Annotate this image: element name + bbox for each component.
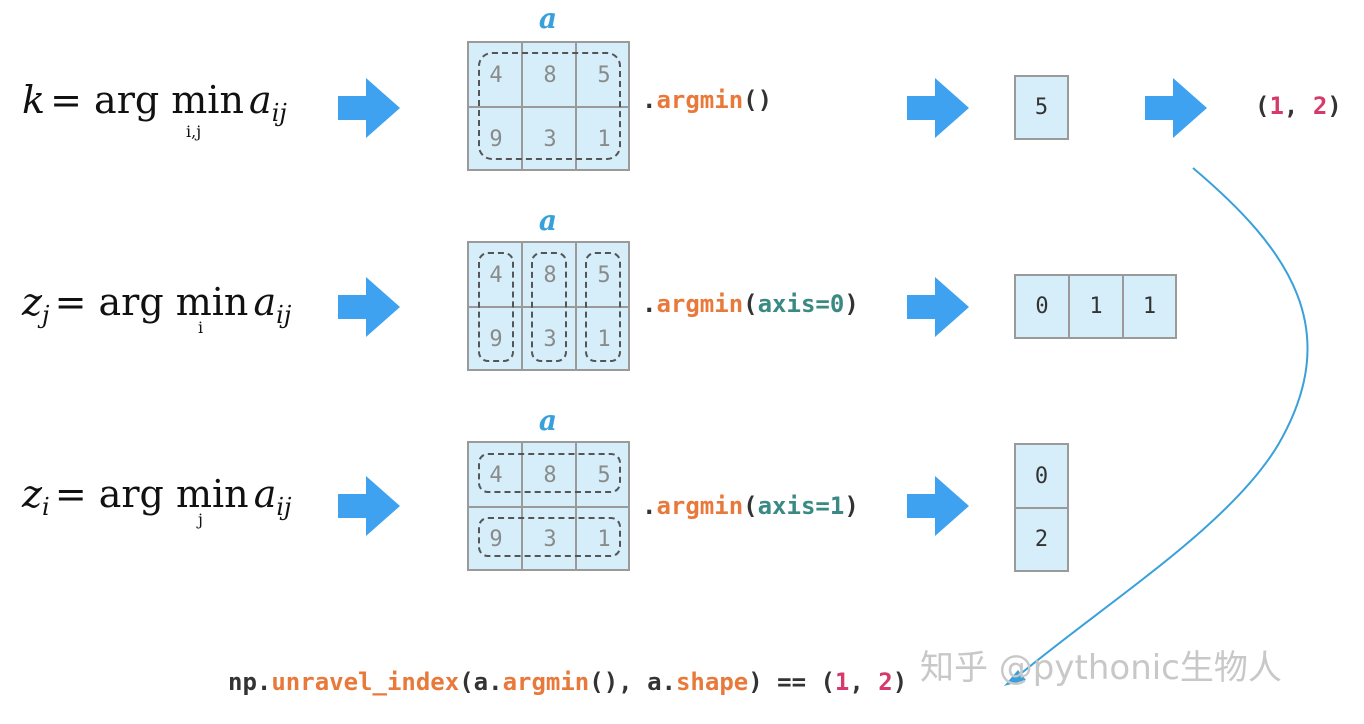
output-cell: 2 [1014,507,1069,572]
matrix-cell: 5 [597,62,611,88]
matrix-label: a [538,204,558,237]
matrix-label: a [538,404,558,437]
column-outline [478,252,514,362]
row-outline [478,517,621,557]
arrow-right-icon [338,78,400,138]
formula-row2-under: i [198,318,204,337]
arrow-right-icon [907,78,969,138]
watermark: 知乎 @pythonic生物人 [920,648,1282,688]
matrix-cell: 3 [543,126,557,152]
matrix-cell: 1 [597,126,611,152]
unravel-index-code: np.unravel_index(a.argmin(), a.shape) ==… [228,668,908,696]
formula-row1-under: i,j [186,122,202,141]
formula-op: = arg min [50,78,244,122]
matrix-cell: 9 [489,326,503,352]
selection-outline [478,52,621,160]
formula-row3: zi = arg min aij [22,472,292,521]
column-outline [585,252,621,362]
matrix-grid: 4 8 5 9 3 1 [467,441,630,571]
arrow-right-icon [338,476,400,536]
matrix-cell: 8 [543,462,557,488]
matrix-cell: 3 [543,326,557,352]
formula-row1: k = arg min aij [22,78,287,127]
method-call-row2: .argmin(axis=0) [642,290,859,318]
method-name: argmin [656,86,744,114]
output-cell: 1 [1068,274,1124,339]
matrix-cell: 5 [597,262,611,288]
row-outline [478,453,621,493]
matrix-cell: 4 [489,262,503,288]
matrix-grid: 4 8 5 9 3 1 [467,41,630,171]
formula-row2: zj = arg min aij [22,280,292,329]
arrow-right-icon [1145,78,1207,138]
matrix-cell: 8 [543,62,557,88]
arrow-right-icon [338,277,400,337]
method-args: axis=0 [757,290,845,318]
formula-row3-under: j [198,510,203,529]
formula-a-sub: ij [271,99,287,127]
matrix-cell: 1 [597,526,611,552]
formula-a: a [249,78,272,122]
matrix-cell: 1 [597,326,611,352]
matrix-cell: 5 [597,462,611,488]
arrow-right-icon [907,476,969,536]
matrix-cell: 3 [543,526,557,552]
final-index-tuple: (1, 2) [1255,92,1342,120]
output-cell: 5 [1014,75,1069,140]
matrix-cell: 9 [489,526,503,552]
matrix-label: a [538,2,558,35]
matrix-cell: 8 [543,262,557,288]
column-outline [531,252,567,362]
output-cell: 1 [1122,274,1177,339]
method-call-row3: .argmin(axis=1) [642,492,859,520]
matrix-cell: 4 [489,462,503,488]
matrix-cell: 4 [489,62,503,88]
arrow-right-icon [907,277,969,337]
matrix-grid: 4 8 5 9 3 1 [467,241,630,371]
formula-lhs: k [22,78,46,122]
matrix-cell: 9 [489,126,503,152]
method-call-row1: .argmin() [642,86,773,114]
